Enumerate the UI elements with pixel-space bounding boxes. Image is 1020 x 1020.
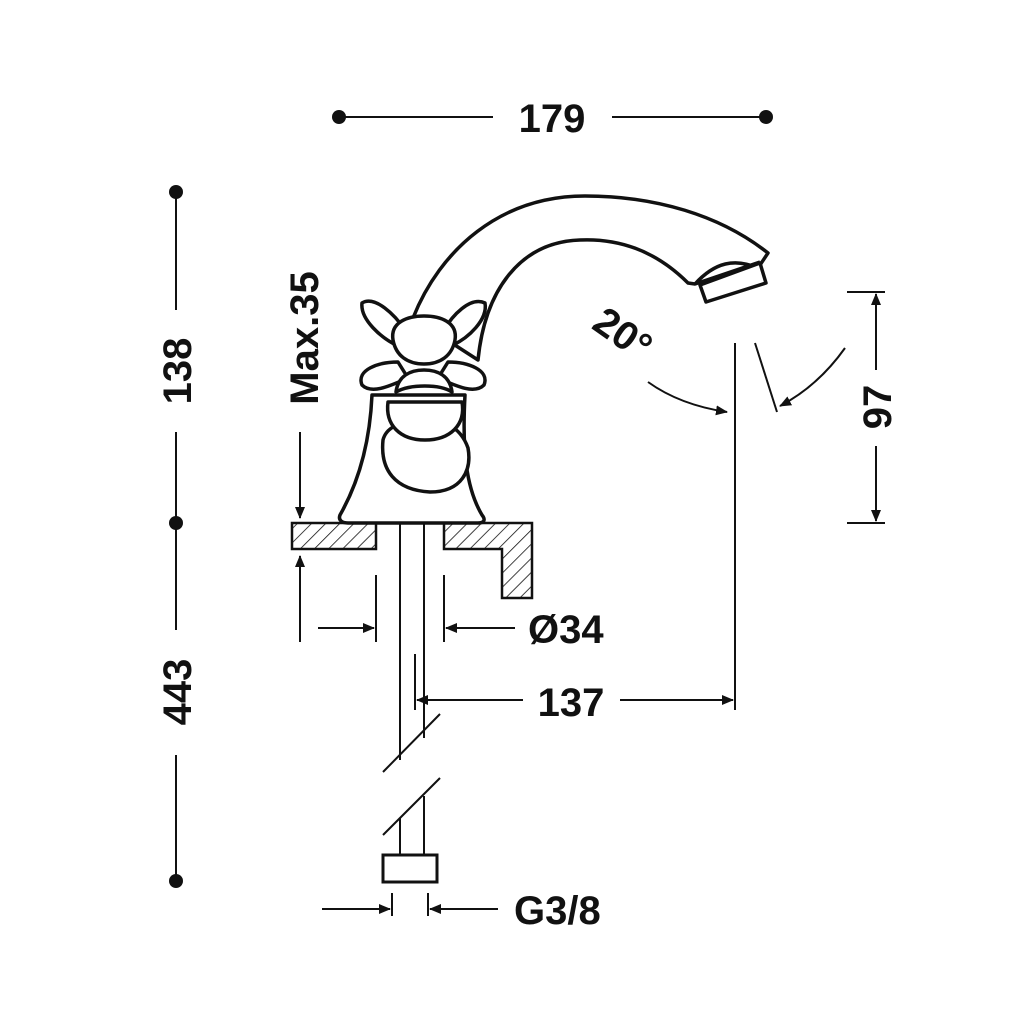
pipe-connector-nut [381,853,439,884]
supply-pipe [381,522,441,884]
dimension-top-width: 179 [332,97,773,141]
connection-thread-label: G3/8 [514,889,601,933]
dimension-max-deck-thickness: Max.35 [283,271,327,642]
dimension-endpoint-dot [169,874,183,888]
faucet-spout [411,194,770,362]
lower-height-label: 443 [156,659,200,726]
upper-height-label: 138 [156,338,200,405]
spout-angle-label: 20° [585,299,660,370]
max-thickness-label: Max.35 [283,271,327,404]
faucet-body [337,194,770,525]
faucet-collar [385,400,465,442]
dimension-spout-reach: 137 [414,343,736,725]
dimension-connection-thread: G3/8 [322,889,601,933]
hole-diameter-label: Ø34 [528,608,604,652]
dimension-endpoint-dot [759,110,773,124]
deck-section [290,521,534,600]
dimension-left-heights: 138 443 [156,185,200,888]
dimension-hole-diameter: Ø34 [318,575,604,652]
dimension-endpoint-dot [169,185,183,199]
handle-index-cap [394,368,454,394]
handle-arm-front-left [359,360,410,391]
dimension-right-height: 97 [847,291,900,524]
top-width-label: 179 [519,97,586,141]
dimension-endpoint-dot [169,516,183,530]
dimension-spout-angle: 20° [585,299,846,416]
handle-hub [391,314,457,366]
dimension-endpoint-dot [332,110,346,124]
right-height-label: 97 [856,385,900,430]
cross-handle [359,299,487,394]
spout-reach-label: 137 [538,681,605,725]
